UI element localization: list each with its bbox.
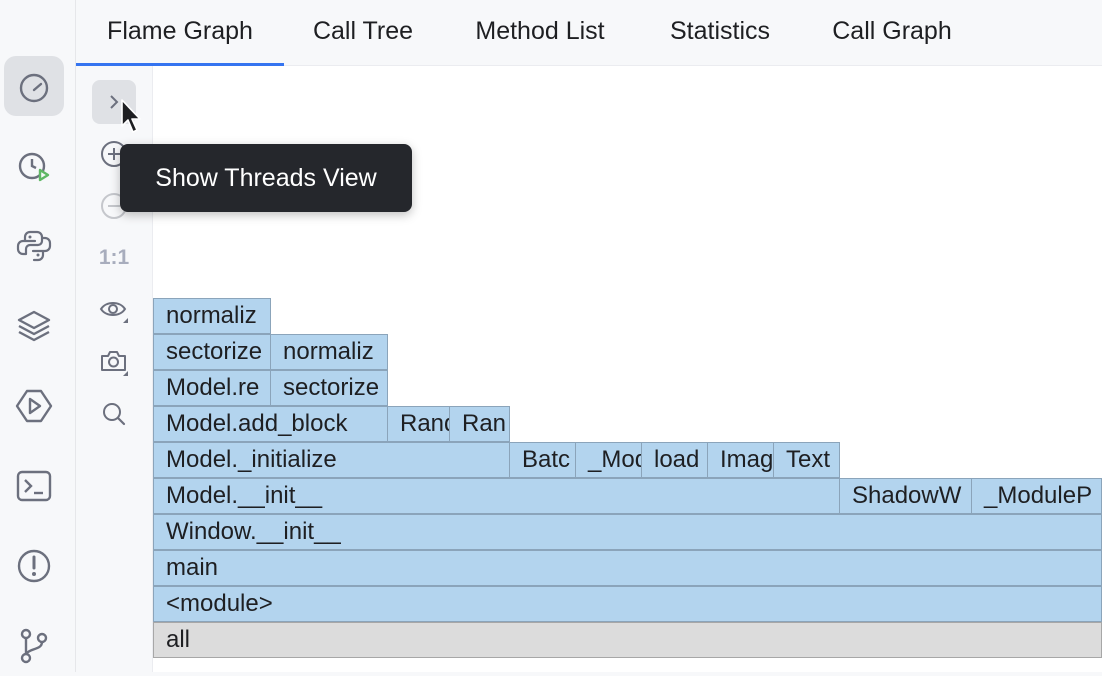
flame-frame[interactable]: <module> bbox=[153, 586, 1102, 622]
search-icon bbox=[103, 403, 126, 426]
layers-icon[interactable] bbox=[4, 296, 64, 356]
profiler-icon[interactable] bbox=[4, 56, 64, 116]
mouse-cursor-icon bbox=[121, 99, 141, 133]
flame-frame[interactable]: Model.re bbox=[153, 370, 271, 406]
camera-icon bbox=[101, 351, 128, 376]
flame-frame[interactable]: main bbox=[153, 550, 1102, 586]
flame-frame[interactable]: Imag bbox=[707, 442, 774, 478]
flame-frame[interactable]: normaliz bbox=[153, 298, 271, 334]
tab-call-tree[interactable]: Call Tree bbox=[312, 17, 414, 45]
tab-flame-graph[interactable]: Flame Graph bbox=[76, 0, 284, 66]
python-icon[interactable] bbox=[4, 216, 64, 276]
flame-frame[interactable]: Model.add_block bbox=[153, 406, 388, 442]
flame-frame[interactable]: Model._initialize bbox=[153, 442, 510, 478]
run-profiler-icon[interactable] bbox=[4, 136, 64, 196]
git-icon[interactable] bbox=[4, 616, 64, 676]
flame-frame[interactable]: ShadowW bbox=[839, 478, 972, 514]
flame-frame[interactable]: normaliz bbox=[270, 334, 388, 370]
services-icon[interactable] bbox=[4, 376, 64, 436]
terminal-icon[interactable] bbox=[4, 456, 64, 516]
flame-frame[interactable]: _Mod bbox=[575, 442, 642, 478]
activity-bar bbox=[0, 0, 76, 672]
eye-icon bbox=[99, 302, 128, 323]
view-options-button[interactable] bbox=[92, 288, 136, 332]
flame-frame[interactable]: _ModuleP bbox=[971, 478, 1102, 514]
screenshot-button[interactable] bbox=[92, 340, 136, 384]
flame-frame[interactable]: load bbox=[641, 442, 708, 478]
flame-frame[interactable]: Model.__init__ bbox=[153, 478, 840, 514]
flame-frame-root[interactable]: all bbox=[153, 622, 1102, 658]
tab-call-graph[interactable]: Call Graph bbox=[832, 17, 952, 45]
tooltip: Show Threads View bbox=[120, 144, 412, 212]
chevron-right-icon bbox=[110, 95, 119, 109]
tab-statistics[interactable]: Statistics bbox=[669, 17, 771, 45]
flame-frame[interactable]: Text bbox=[773, 442, 840, 478]
flame-graph-canvas[interactable]: normaliz sectorize normaliz Model.re sec… bbox=[153, 66, 1102, 672]
actual-size-label: 1:1 bbox=[98, 246, 130, 269]
flame-frame[interactable]: Ran bbox=[449, 406, 510, 442]
flame-frame[interactable]: Rand bbox=[387, 406, 450, 442]
flame-frame[interactable]: sectorize bbox=[153, 334, 271, 370]
search-button[interactable] bbox=[92, 392, 136, 436]
flame-frame[interactable]: Window.__init__ bbox=[153, 514, 1102, 550]
actual-size-button[interactable]: 1:1 bbox=[92, 236, 136, 280]
tab-method-list[interactable]: Method List bbox=[475, 17, 605, 45]
flame-frame[interactable]: sectorize bbox=[270, 370, 388, 406]
problems-icon[interactable] bbox=[4, 536, 64, 596]
flame-frame[interactable]: Batc bbox=[509, 442, 576, 478]
tab-bar: Flame Graph Call Tree Method List Statis… bbox=[76, 0, 1102, 66]
